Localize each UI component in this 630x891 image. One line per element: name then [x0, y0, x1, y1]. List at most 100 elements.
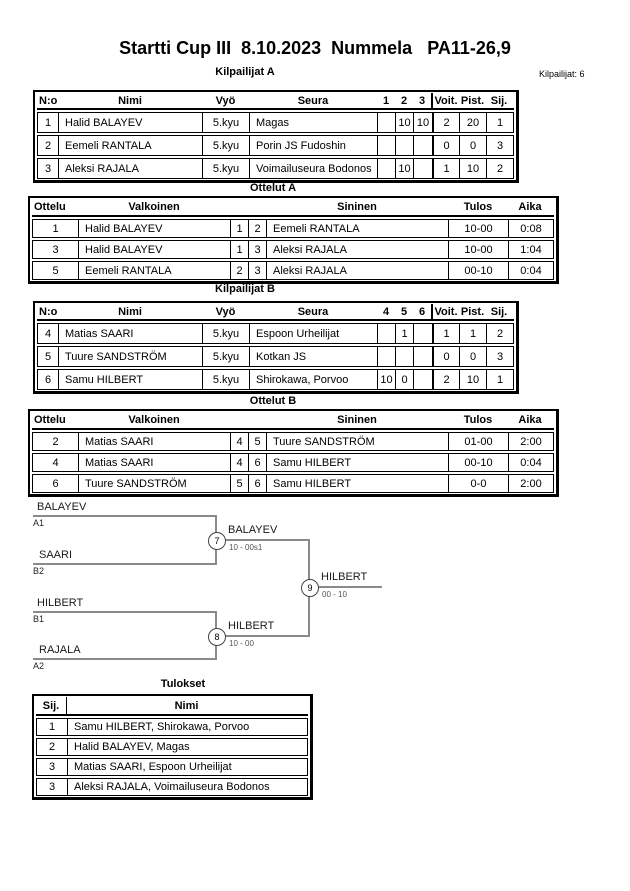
bracket-line	[33, 515, 217, 517]
cell-pist: 0	[460, 347, 487, 366]
bracket-line	[33, 563, 217, 565]
col-header-4: 4	[382, 305, 390, 318]
cell-vyo: 5.kyu	[203, 324, 250, 343]
cell-tulos: 0-0	[449, 475, 509, 492]
cell-no: 4	[38, 324, 59, 343]
col-header-spacer	[248, 412, 266, 428]
cell-blue-no: 5	[249, 433, 267, 450]
cell-white-no: 1	[231, 220, 249, 237]
cell-seura: Voimailuseura Bodonos	[250, 159, 378, 178]
cell-sij: 3	[37, 779, 68, 795]
cell-no: 1	[38, 113, 59, 132]
col-header-aika: Aika	[518, 414, 542, 426]
cell-score-5	[396, 347, 414, 366]
cell-aika: 2:00	[520, 477, 542, 490]
cell-nimi: Samu HILBERT	[59, 370, 203, 389]
table-header-row: Ottelu Valkoinen Sininen Tulos Aika	[32, 412, 554, 430]
cell-sininen: Eemeli RANTALA	[267, 220, 449, 237]
cell-score-2: 10	[396, 113, 414, 132]
col-header-ottelu: Ottelu	[34, 414, 66, 426]
cell-sij: 2	[37, 739, 68, 755]
bracket-entry-seed: B1	[33, 614, 45, 624]
cell-seura: Porin JS Fudoshin	[250, 136, 378, 155]
cell-blue-no: 3	[249, 262, 267, 279]
col-header-nimi: Nimi	[174, 699, 199, 712]
table-header-row: N:o Nimi Vyö Seura 1 2 3 Voit. Pist. Sij…	[37, 93, 514, 110]
col-header-2: 2	[400, 94, 408, 107]
cell-score-1	[378, 113, 396, 132]
cell-ottelu: 1	[33, 220, 79, 237]
table-row: 2 Halid BALAYEV, Magas	[36, 738, 308, 756]
cell-score-3: 10	[416, 116, 430, 129]
cell-sij: 1	[496, 116, 504, 129]
cell-nimi: Halid BALAYEV	[59, 113, 203, 132]
bracket-line	[216, 635, 310, 637]
cell-tulos: 01-00	[449, 433, 509, 450]
cell-score-4	[378, 347, 396, 366]
cell-blue-no: 3	[249, 241, 267, 258]
cell-vyo: 5.kyu	[203, 113, 250, 132]
table-header-row: Ottelu Valkoinen Sininen Tulos Aika	[32, 199, 554, 217]
cell-pist: 0	[460, 136, 487, 155]
cell-sij: 2	[496, 162, 504, 175]
col-header-sij: Sij.	[490, 305, 508, 318]
cell-pist: 1	[460, 324, 487, 343]
table-row: 6 Samu HILBERT 5.kyu Shirokawa, Porvoo 1…	[37, 369, 514, 390]
bracket-entry-name: BALAYEV	[37, 501, 87, 513]
table-row: 2 Eemeli RANTALA 5.kyu Porin JS Fudoshin…	[37, 135, 514, 156]
bracket-winner-name: BALAYEV	[228, 524, 278, 536]
table-kilpailijat-b: N:o Nimi Vyö Seura 4 5 6 Voit. Pist. Sij…	[33, 301, 519, 394]
cell-nimi: Aleksi RAJALA	[59, 159, 203, 178]
col-header-valkoinen: Valkoinen	[128, 201, 180, 213]
bracket-winner-name: HILBERT	[228, 620, 275, 632]
competitors-count: Kilpailijat: 6	[539, 69, 585, 79]
cell-ottelu: 2	[33, 433, 79, 450]
cell-seura: Espoon Urheilijat	[250, 324, 378, 343]
cell-nimi: Matias SAARI	[59, 324, 203, 343]
cell-nimi: Tuure SANDSTRÖM	[59, 347, 203, 366]
cell-nimi: Matias SAARI, Espoon Urheilijat	[74, 761, 232, 773]
cell-aika: 0:04	[520, 264, 542, 277]
bracket-line	[33, 658, 217, 660]
col-header-seura: Seura	[297, 94, 329, 107]
table-ottelut-b: Ottelu Valkoinen Sininen Tulos Aika 2 Ma…	[28, 409, 559, 497]
cell-sininen: Samu HILBERT	[267, 475, 449, 492]
cell-valkoinen: Matias SAARI	[79, 454, 231, 471]
bracket-winner-name: HILBERT	[321, 571, 368, 583]
col-header-voit: Voit.	[431, 304, 459, 319]
cell-valkoinen: Matias SAARI	[79, 433, 231, 450]
cell-aika: 0:04	[520, 456, 542, 469]
cell-sij: 3	[37, 759, 68, 775]
col-header-1: 1	[382, 94, 390, 107]
cell-tulos: 10-00	[449, 220, 509, 237]
cell-voit: 0	[432, 136, 460, 155]
cell-no: 2	[38, 136, 59, 155]
cell-ottelu: 4	[33, 454, 79, 471]
section-title-kilpailijat-a: Kilpailijat A	[215, 66, 275, 78]
cell-blue-no: 2	[249, 220, 267, 237]
table-row: 1 Halid BALAYEV 5.kyu Magas 10 10 2 20 1	[37, 112, 514, 133]
table-ottelut-a: Ottelu Valkoinen Sininen Tulos Aika 1 Ha…	[28, 196, 559, 284]
cell-no: 5	[38, 347, 59, 366]
cell-pist: 10	[460, 159, 487, 178]
col-header-seura: Seura	[297, 305, 329, 318]
cell-nimi: Eemeli RANTALA	[59, 136, 203, 155]
col-header-ottelu: Ottelu	[34, 201, 66, 213]
table-row: 1 Samu HILBERT, Shirokawa, Porvoo	[36, 718, 308, 736]
cell-sininen: Aleksi RAJALA	[267, 262, 449, 279]
cell-pist: 20	[460, 113, 487, 132]
table-row: 2 Matias SAARI 4 5 Tuure SANDSTRÖM 01-00…	[32, 432, 554, 451]
cell-score-3	[414, 136, 432, 155]
col-header-tulos: Tulos	[463, 414, 493, 426]
cell-aika: 2:00	[520, 435, 542, 448]
cell-valkoinen: Tuure SANDSTRÖM	[79, 475, 231, 492]
table-row: 5 Tuure SANDSTRÖM 5.kyu Kotkan JS 0 0 3	[37, 346, 514, 367]
cell-score-4: 10	[378, 370, 396, 389]
cell-ottelu: 6	[33, 475, 79, 492]
cell-voit: 2	[432, 370, 460, 389]
bracket-match-score: 00 - 10	[322, 590, 347, 599]
col-header-spacer	[230, 199, 248, 215]
cell-sij: 3	[496, 139, 504, 152]
cell-vyo: 5.kyu	[203, 347, 250, 366]
table-kilpailijat-a: N:o Nimi Vyö Seura 1 2 3 Voit. Pist. Sij…	[33, 90, 519, 183]
